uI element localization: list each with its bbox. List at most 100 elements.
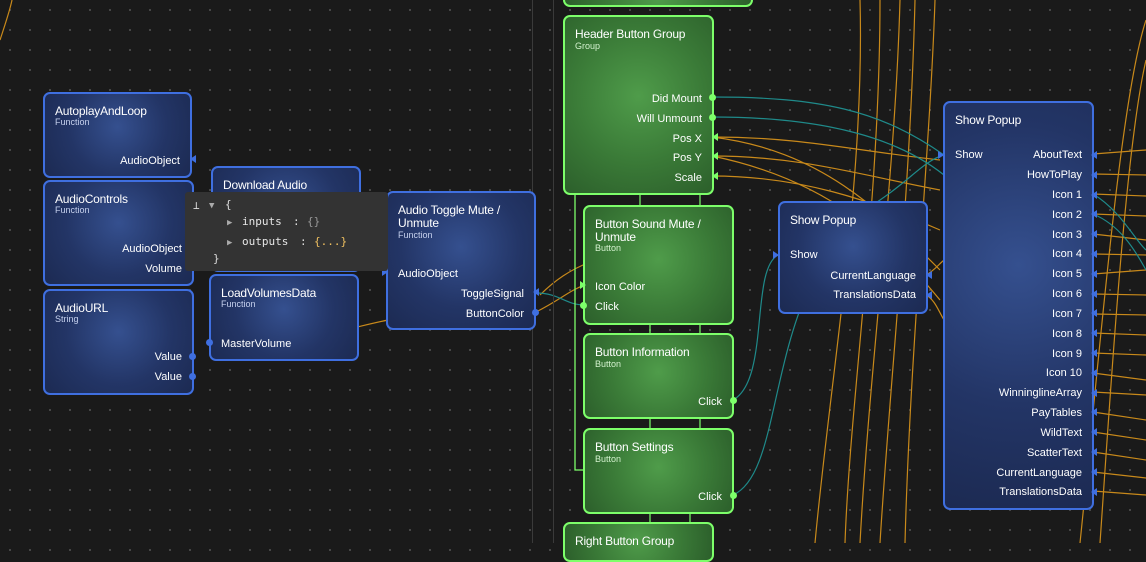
port-marker[interactable] — [938, 151, 944, 159]
port-marker[interactable] — [1091, 269, 1097, 278]
node-header-button-group[interactable]: Header Button Group Group Did Mount Will… — [563, 15, 714, 195]
port-marker[interactable] — [1091, 487, 1097, 496]
node-audio-toggle-mute[interactable]: Audio Toggle Mute / Unmute Function Audi… — [386, 191, 536, 330]
tooltip-outputs-value: {...} — [314, 235, 348, 248]
partial-node-top[interactable] — [563, 0, 753, 7]
node-title: Header Button Group — [575, 27, 686, 41]
node-load-volumes-data[interactable]: LoadVolumesData Function MasterVolume — [209, 274, 359, 361]
port-marker[interactable] — [773, 251, 779, 259]
port-marker[interactable] — [382, 268, 388, 276]
port-marker[interactable] — [1091, 408, 1097, 417]
output-port-label: CurrentLanguage — [996, 467, 1082, 479]
port-marker[interactable] — [1091, 388, 1097, 397]
port-marker[interactable] — [712, 152, 718, 160]
port-marker[interactable] — [1091, 210, 1097, 219]
output-port-label: Icon 9 — [1052, 348, 1082, 360]
node-subtitle: Function — [221, 299, 256, 309]
output-port-label: TranslationsData — [833, 289, 916, 301]
port-dot[interactable] — [730, 492, 737, 499]
node-subtitle: Function — [55, 205, 90, 215]
port-marker[interactable] — [712, 172, 718, 180]
port-marker[interactable] — [926, 291, 932, 299]
output-port-label: Icon 2 — [1052, 209, 1082, 221]
tooltip-open-brace: { — [225, 198, 232, 211]
input-port-label: Show — [955, 149, 983, 161]
node-title: Button Information — [595, 345, 690, 359]
tooltip-colon: : — [300, 235, 307, 248]
port-marker[interactable] — [1091, 349, 1097, 357]
port-marker[interactable] — [1091, 448, 1097, 456]
node-title: Button Settings — [595, 440, 674, 454]
node-button-settings[interactable]: Button Settings Button Click — [583, 428, 734, 514]
output-port-label: Value — [154, 351, 182, 363]
output-port-label: Icon 3 — [1052, 229, 1082, 241]
port-dot[interactable] — [206, 339, 213, 346]
node-title: Button Sound Mute / Unmute — [595, 217, 701, 244]
output-port-label: AudioObject — [122, 243, 182, 255]
port-dot[interactable] — [189, 373, 196, 380]
port-marker[interactable] — [190, 155, 196, 163]
port-dot[interactable] — [532, 309, 539, 316]
port-dot[interactable] — [709, 114, 716, 121]
node-show-popup-small[interactable]: Show Popup Show CurrentLanguage Translat… — [778, 201, 928, 314]
node-subtitle: Group — [575, 41, 601, 51]
input-port-label: Click — [595, 301, 619, 313]
node-autoplay-and-loop[interactable]: AutoplayAndLoop Function AudioObject — [43, 92, 192, 178]
inspector-tooltip: ⊥ ▼ { ▶ inputs : {} ▶ outputs : {...} } — [185, 192, 388, 271]
tooltip-inputs-value: {} — [307, 215, 321, 228]
output-port-label: ToggleSignal — [461, 288, 524, 300]
output-port-label: Value — [154, 371, 182, 383]
node-subtitle: String — [55, 314, 79, 324]
input-port-label: Show — [790, 249, 818, 261]
port-dot[interactable] — [580, 302, 587, 309]
port-marker[interactable] — [1091, 170, 1097, 179]
node-title: Audio Toggle Mute / Unmute — [398, 203, 501, 230]
port-marker[interactable] — [712, 133, 718, 141]
port-marker[interactable] — [1091, 329, 1097, 338]
collapse-arrow-icon[interactable]: ▶ — [227, 218, 233, 228]
port-marker[interactable] — [1091, 309, 1097, 318]
output-port-label: PayTables — [1031, 407, 1082, 419]
collapse-arrow-icon[interactable]: ▶ — [227, 238, 233, 248]
output-port-label: WinninglineArray — [998, 387, 1082, 399]
tooltip-outputs-key: outputs — [242, 235, 289, 248]
port-marker[interactable] — [1091, 151, 1097, 159]
node-audio-url[interactable]: AudioURL String Value Value — [43, 289, 194, 395]
output-port-label: Icon 1 — [1052, 189, 1082, 201]
node-subtitle: Button — [595, 454, 622, 464]
port-marker[interactable] — [1091, 289, 1097, 298]
output-port-label: Icon 10 — [1045, 367, 1082, 379]
port-marker[interactable] — [580, 281, 586, 289]
node-title: LoadVolumesData — [221, 286, 317, 300]
port-marker[interactable] — [1091, 467, 1097, 476]
port-marker[interactable] — [1091, 428, 1097, 437]
port-marker[interactable] — [926, 271, 932, 279]
output-port-label: AudioObject — [120, 155, 180, 167]
output-port-label: Icon 4 — [1052, 248, 1082, 260]
node-button-sound-mute[interactable]: Button Sound Mute / Unmute Button Icon C… — [583, 205, 734, 325]
port-marker[interactable] — [1091, 368, 1097, 377]
divider-line — [553, 0, 554, 543]
tooltip-close-brace: } — [213, 252, 220, 265]
output-port-label: HowToPlay — [1026, 169, 1082, 181]
port-marker[interactable] — [533, 288, 539, 296]
port-marker[interactable] — [1091, 230, 1097, 239]
output-port-label: Did Mount — [651, 93, 702, 105]
node-right-button-group[interactable]: Right Button Group — [563, 522, 714, 562]
node-audio-controls[interactable]: AudioControls Function AudioObject Volum… — [43, 180, 194, 286]
node-show-popup-large[interactable]: Show Popup Show AboutText HowToPlay Icon… — [943, 101, 1094, 510]
expand-arrow-icon[interactable]: ▼ — [209, 201, 215, 211]
port-dot[interactable] — [189, 353, 196, 360]
output-port-label: WildText — [1040, 427, 1082, 439]
port-dot[interactable] — [709, 94, 716, 101]
output-port-label: Icon 5 — [1052, 268, 1082, 280]
port-dot[interactable] — [730, 397, 737, 404]
node-title: Show Popup — [790, 213, 857, 227]
port-marker[interactable] — [1091, 190, 1097, 199]
node-button-information[interactable]: Button Information Button Click — [583, 333, 734, 419]
pin-icon[interactable]: ⊥ — [193, 199, 200, 212]
port-label: Scale — [674, 172, 702, 184]
port-marker[interactable] — [1091, 250, 1097, 258]
output-port-label: Icon 6 — [1052, 288, 1082, 300]
output-port-label: TranslationsData — [999, 486, 1082, 498]
